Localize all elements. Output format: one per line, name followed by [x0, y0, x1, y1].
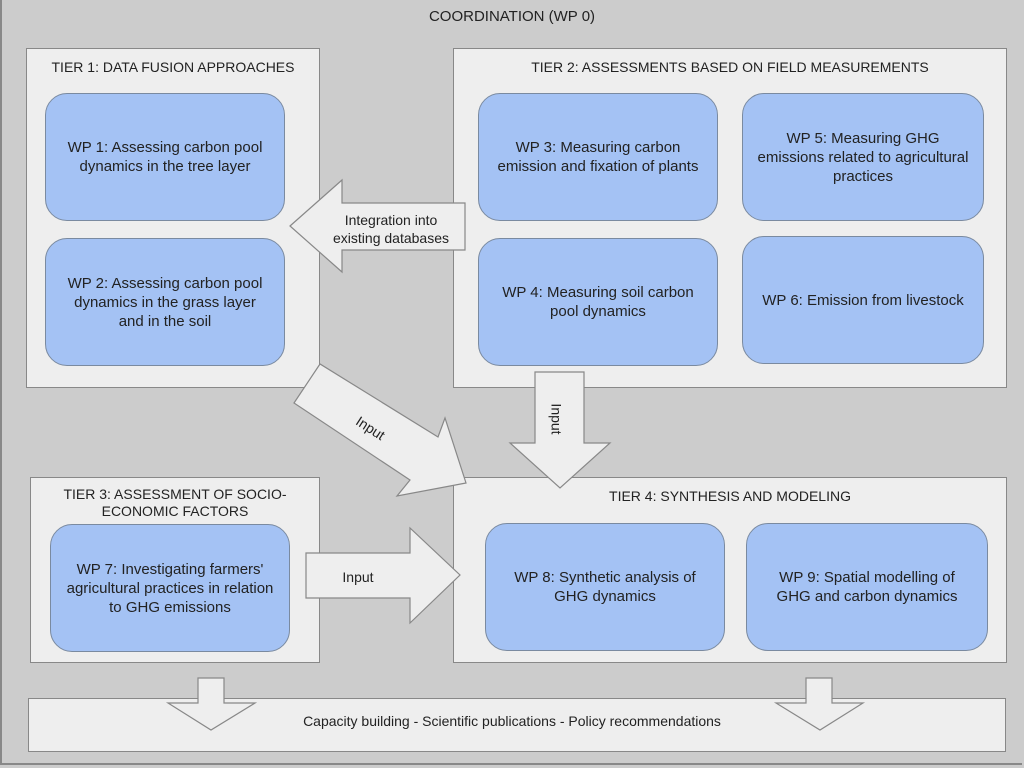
tier-1-title: TIER 1: DATA FUSION APPROACHES [51, 59, 295, 75]
tier-2-title: TIER 2: ASSESSMENTS BASED ON FIELD MEASU… [531, 59, 929, 75]
wp-4-box: WP 4: Measuring soil carbon pool dynamic… [478, 238, 718, 366]
input-diagonal-arrow [293, 363, 467, 497]
wp-2-box: WP 2: Assessing carbon pool dynamics in … [45, 238, 285, 366]
input-vertical-label: Input [548, 403, 565, 435]
integration-arrow-label: Integration into existing databases [333, 212, 449, 246]
tier-3-title: TIER 3: ASSESSMENT OF SOCIO-ECONOMIC FAC… [63, 486, 287, 519]
output-arrow-left [165, 677, 258, 731]
wp-5-box: WP 5: Measuring GHG emissions related to… [742, 93, 984, 221]
wp-8-box: WP 8: Synthetic analysis of GHG dynamics [485, 523, 725, 651]
tier-4-title: TIER 4: SYNTHESIS AND MODELING [609, 488, 851, 504]
wp-7-box: WP 7: Investigating farmers' agricultura… [50, 524, 290, 652]
wp-1-box: WP 1: Assessing carbon pool dynamics in … [45, 93, 285, 221]
input-horizontal-label: Input [342, 569, 374, 585]
output-arrow-right [773, 677, 866, 731]
outputs-text: Capacity building - Scientific publicati… [303, 713, 721, 729]
wp-9-box: WP 9: Spatial modelling of GHG and carbo… [746, 523, 988, 651]
input-vertical-arrow [508, 371, 612, 489]
input-horizontal-arrow [305, 526, 461, 625]
wp-6-box: WP 6: Emission from livestock [742, 236, 984, 364]
wp-3-box: WP 3: Measuring carbon emission and fixa… [478, 93, 718, 221]
integration-arrow [289, 178, 466, 274]
coordination-title: COORDINATION (WP 0) [428, 8, 596, 25]
